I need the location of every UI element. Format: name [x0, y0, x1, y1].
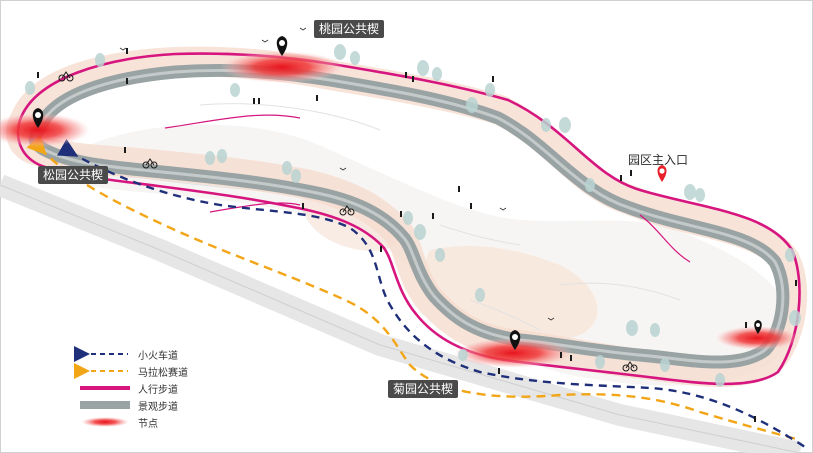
map-pin-east-icon[interactable] [754, 320, 762, 334]
main-entrance-pin-icon[interactable] [657, 165, 667, 182]
legend-item-scenic: 景观步道 [80, 397, 220, 414]
pedestrian-spur-north [164, 114, 301, 129]
tree-icons [25, 44, 801, 387]
node-songyuan-label: 松园公共楔 [38, 166, 109, 184]
legend-label: 节点 [138, 419, 158, 430]
pedestrian-spur-west [209, 202, 301, 213]
node-taoyuan-halo [220, 51, 344, 83]
node-songyuan-halo [0, 113, 90, 147]
mini-train-route [56, 138, 806, 449]
legend-item-node: 节点 [80, 414, 220, 431]
pedestrian-icons [37, 48, 797, 422]
legend-swatches [74, 346, 130, 427]
pedestrian-spur-east [639, 214, 691, 263]
main-entrance-label: 园区主入口 [628, 153, 689, 167]
cyclist-icons [58, 71, 638, 372]
map-pin-songyuan-icon[interactable] [32, 108, 44, 128]
node-east-halo [715, 326, 799, 350]
legend-label: 人行步道 [138, 385, 178, 396]
bird-icons [119, 27, 555, 321]
legend-item-walkway: 人行步道 [80, 380, 220, 397]
roadway [0, 174, 803, 453]
legend-item-marathon: 马拉松赛道 [80, 363, 220, 380]
legend-label: 小火车道 [138, 351, 178, 362]
marathon-route [26, 134, 801, 442]
node-taoyuan-label: 桃园公共楔 [314, 20, 385, 38]
map-legend: 小火车道 马拉松赛道 人行步道 景观步道 节点 [80, 346, 220, 431]
legend-label: 马拉松赛道 [138, 368, 188, 379]
node-juyuan-label: 菊园公共楔 [388, 380, 459, 398]
map-pin-taoyuan-icon[interactable] [276, 36, 288, 56]
scenic-walkway-highlight [33, 68, 785, 364]
node-markers [0, 51, 799, 368]
legend-node-swatch [81, 417, 129, 427]
legend-item-train: 小火车道 [80, 346, 220, 363]
legend-label: 景观步道 [138, 402, 178, 413]
node-juyuan-halo [453, 338, 573, 368]
map-pin-juyuan-icon[interactable] [509, 330, 521, 350]
